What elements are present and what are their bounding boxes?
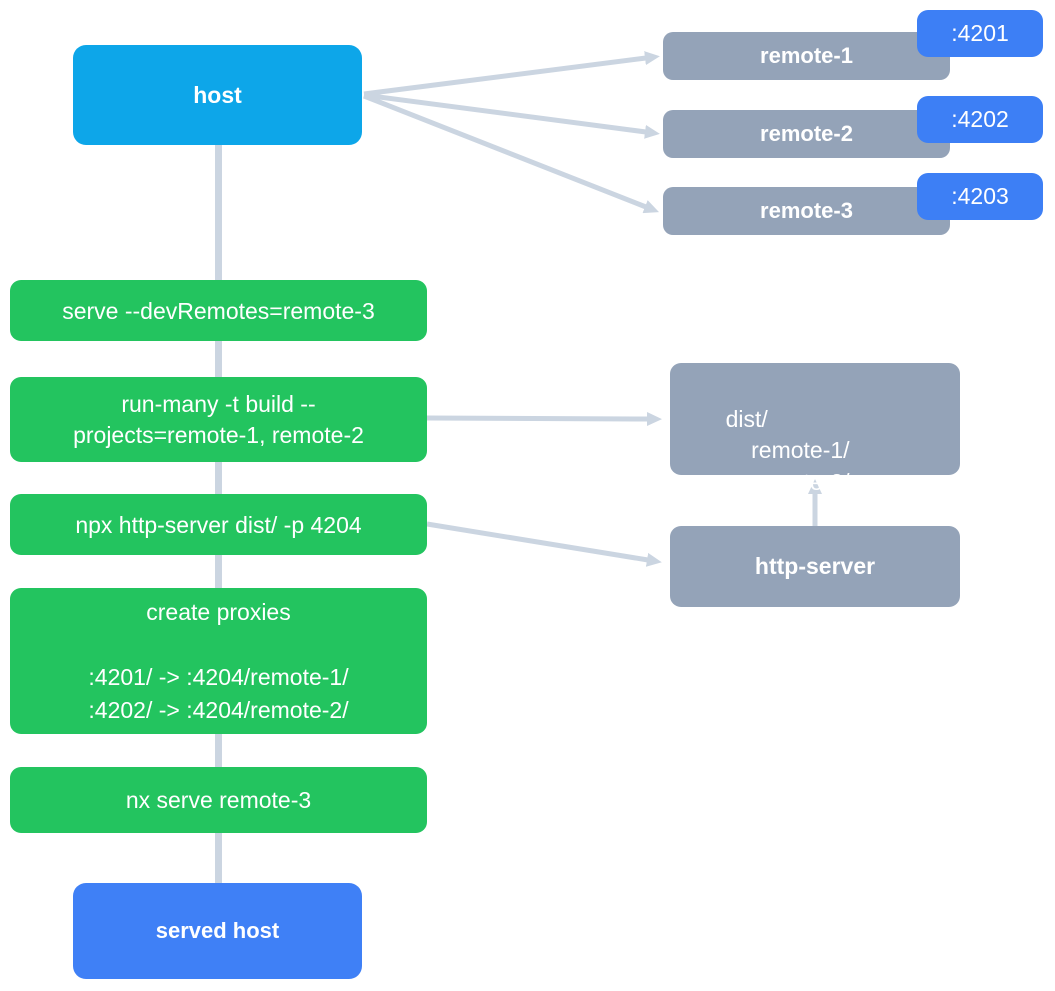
host-label: host bbox=[193, 81, 242, 108]
remote-3-port-label: :4203 bbox=[951, 183, 1009, 209]
http-server-node: http-server bbox=[670, 526, 960, 607]
dist-folder-node: dist/ remote-1/ remote-2/ bbox=[670, 363, 960, 495]
step-run-many-build: run-many -t build -- projects=remote-1, … bbox=[10, 377, 427, 462]
remote-2-port-label: :4202 bbox=[951, 106, 1009, 132]
step-create-proxies: create proxies :4201/ -> :4204/remote-1/… bbox=[10, 588, 427, 734]
remote-1-label: remote-1 bbox=[760, 43, 853, 68]
step-run-many-build-label: run-many -t build -- projects=remote-1, … bbox=[73, 390, 364, 448]
remote-2-node: remote-2 bbox=[663, 110, 950, 158]
remote-2-label: remote-2 bbox=[760, 121, 853, 146]
build-to-dist-arrow bbox=[426, 411, 662, 426]
step-npx-http-server: npx http-server dist/ -p 4204 bbox=[10, 494, 427, 555]
remote-3-label: remote-3 bbox=[760, 198, 853, 223]
step-nx-serve-remote-3-label: nx serve remote-3 bbox=[125, 787, 312, 813]
remote-3-node: remote-3 bbox=[663, 187, 950, 235]
host-to-remote-3-arrow bbox=[363, 93, 660, 214]
remote-3-port-badge: :4203 bbox=[917, 173, 1043, 220]
http-server-label: http-server bbox=[754, 553, 876, 579]
remote-2-port-badge: :4202 bbox=[917, 96, 1043, 143]
step-create-proxies-label: create proxies :4201/ -> :4204/remote-1/… bbox=[88, 599, 349, 723]
remote-1-port-label: :4201 bbox=[951, 20, 1009, 46]
host-node: host bbox=[73, 45, 362, 145]
served-host-node: served host bbox=[73, 883, 362, 979]
remote-1-port-badge: :4201 bbox=[917, 10, 1043, 57]
host-to-remote-2-arrow bbox=[363, 92, 660, 139]
step-serve-devremotes: serve --devRemotes=remote-3 bbox=[10, 280, 427, 341]
npx-to-http-server-arrow bbox=[426, 521, 662, 567]
dist-folder-label: dist/ remote-1/ remote-2/ bbox=[725, 405, 850, 495]
step-nx-serve-remote-3: nx serve remote-3 bbox=[10, 767, 427, 833]
step-serve-devremotes-label: serve --devRemotes=remote-3 bbox=[62, 297, 375, 324]
remote-1-node: remote-1 bbox=[663, 32, 950, 80]
host-to-remote-1-arrow bbox=[363, 51, 660, 97]
step-npx-http-server-label: npx http-server dist/ -p 4204 bbox=[75, 511, 362, 538]
served-host-label: served host bbox=[155, 918, 280, 943]
